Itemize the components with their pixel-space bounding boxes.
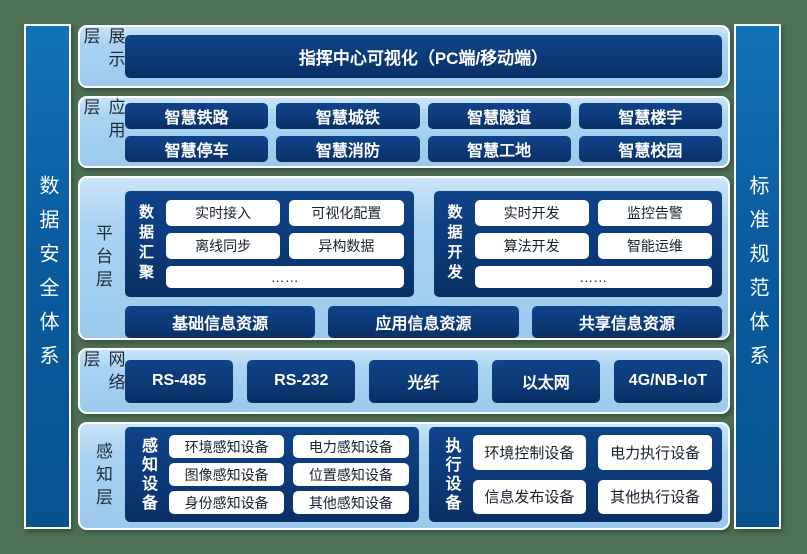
item-ellipsis: …… <box>166 265 404 288</box>
app-box-campus: 智慧校园 <box>578 135 722 162</box>
item-algo-dev: 算法开发 <box>474 232 589 259</box>
item-monitor-alert: 监控告警 <box>597 200 712 226</box>
app-box-metro: 智慧城铁 <box>276 102 420 129</box>
layer-label-perception-text: 感知层 <box>93 441 112 511</box>
group-sensing-devices-label: 感知设备 <box>135 435 159 514</box>
layer-label-network-text: 网络层 <box>80 350 125 396</box>
data-development-items: 实时开发 监控告警 算法开发 智能运维 …… <box>474 200 712 288</box>
layer-label-platform: 平台层 <box>80 178 125 338</box>
layer-label-network: 网络层 <box>80 350 125 412</box>
platform-resources-row: 基础信息资源 应用信息资源 共享信息资源 <box>125 305 722 338</box>
app-box-parking: 智慧停车 <box>125 135 269 162</box>
layer-panel-platform: 平台层 数据汇聚 实时接入 可视化配置 离线同步 异构数据 …… <box>78 176 730 340</box>
perception-layer-body: 感知设备 环境感知设备 电力感知设备 图像感知设备 位置感知设备 身份感知设备 … <box>125 424 728 528</box>
sensing-device-items: 环境感知设备 电力感知设备 图像感知设备 位置感知设备 身份感知设备 其他感知设… <box>169 435 409 514</box>
pillar-standards: 标准规范体系 <box>734 24 781 529</box>
item-realtime-dev: 实时开发 <box>474 200 589 226</box>
layer-label-display-text: 展示层 <box>80 27 125 73</box>
layer-label-application-text: 应用层 <box>80 98 125 144</box>
group-data-development: 数据开发 实时开发 监控告警 算法开发 智能运维 …… <box>433 191 722 297</box>
item-identity-sensing: 身份感知设备 <box>169 491 285 514</box>
layer-panel-display: 展示层 指挥中心可视化（PC端/移动端） <box>78 25 730 88</box>
item-smart-ops: 智能运维 <box>597 232 712 259</box>
network-layer-body: RS-485 RS-232 光纤 以太网 4G/NB-IoT <box>125 350 728 412</box>
layer-panel-perception: 感知层 感知设备 环境感知设备 电力感知设备 图像感知设备 位置感知设备 身份感… <box>78 422 730 530</box>
item-visual-config: 可视化配置 <box>289 200 404 226</box>
data-aggregation-items: 实时接入 可视化配置 离线同步 异构数据 …… <box>166 200 404 288</box>
group-data-development-label: 数据开发 <box>444 200 465 288</box>
layer-label-display: 展示层 <box>80 27 125 86</box>
actuator-device-items: 环境控制设备 电力执行设备 信息发布设备 其他执行设备 <box>472 435 712 514</box>
platform-groups-row: 数据汇聚 实时接入 可视化配置 离线同步 异构数据 …… 数据开发 <box>125 191 722 297</box>
group-data-aggregation: 数据汇聚 实时接入 可视化配置 离线同步 异构数据 …… <box>125 191 414 297</box>
pillar-standards-label: 标准规范体系 <box>746 174 768 379</box>
app-box-fire: 智慧消防 <box>276 135 420 162</box>
item-realtime-access: 实时接入 <box>166 200 281 226</box>
resource-app-info: 应用信息资源 <box>328 305 519 338</box>
application-layer-body: 智慧铁路 智慧城铁 智慧隧道 智慧楼宇 智慧停车 智慧消防 智慧工地 智慧校园 <box>125 98 728 166</box>
group-data-aggregation-label-text: 数据汇聚 <box>137 203 154 284</box>
item-offline-sync: 离线同步 <box>166 232 281 259</box>
item-info-publish: 信息发布设备 <box>472 479 587 514</box>
item-image-sensing: 图像感知设备 <box>169 463 285 486</box>
group-data-aggregation-label: 数据汇聚 <box>135 200 156 288</box>
item-power-sensing: 电力感知设备 <box>293 435 409 458</box>
resource-shared-info: 共享信息资源 <box>531 305 722 338</box>
item-power-actuator: 电力执行设备 <box>598 435 712 470</box>
net-box-fiber: 光纤 <box>369 359 478 403</box>
net-box-rs232: RS-232 <box>247 359 356 403</box>
net-box-rs485: RS-485 <box>125 359 234 403</box>
net-box-ethernet: 以太网 <box>491 359 600 403</box>
layer-panel-network: 网络层 RS-485 RS-232 光纤 以太网 4G/NB-IoT <box>78 348 730 414</box>
app-box-railway: 智慧铁路 <box>125 102 269 129</box>
item-other-sensing: 其他感知设备 <box>293 491 409 514</box>
item-env-sensing: 环境感知设备 <box>169 435 285 458</box>
item-position-sensing: 位置感知设备 <box>293 463 409 486</box>
item-env-control: 环境控制设备 <box>472 435 587 470</box>
command-center-box: 指挥中心可视化（PC端/移动端） <box>125 35 722 78</box>
layer-label-platform-text: 平台层 <box>93 223 112 293</box>
pillar-data-security-label: 数据安全体系 <box>36 174 58 379</box>
pillar-data-security: 数据安全体系 <box>24 24 71 529</box>
net-box-4g-nbiot: 4G/NB-IoT <box>613 359 723 403</box>
group-sensing-devices-label-text: 感知设备 <box>139 436 156 513</box>
group-actuator-devices-label-text: 执行设备 <box>442 436 460 513</box>
platform-layer-body: 数据汇聚 实时接入 可视化配置 离线同步 异构数据 …… 数据开发 <box>125 178 728 338</box>
display-layer-body: 指挥中心可视化（PC端/移动端） <box>125 27 728 86</box>
group-actuator-devices-label: 执行设备 <box>439 435 463 514</box>
resource-basic-info: 基础信息资源 <box>125 305 316 338</box>
group-data-development-label-text: 数据开发 <box>445 203 463 284</box>
layer-panel-application: 应用层 智慧铁路 智慧城铁 智慧隧道 智慧楼宇 智慧停车 智慧消防 智慧工地 智… <box>78 96 730 168</box>
item-hetero-data: 异构数据 <box>289 232 404 259</box>
group-sensing-devices: 感知设备 环境感知设备 电力感知设备 图像感知设备 位置感知设备 身份感知设备 … <box>125 427 419 522</box>
layer-label-perception: 感知层 <box>80 424 125 528</box>
layer-label-application: 应用层 <box>80 98 125 166</box>
app-box-building: 智慧楼宇 <box>578 102 722 129</box>
item-other-actuator: 其他执行设备 <box>598 479 712 514</box>
group-actuator-devices: 执行设备 环境控制设备 电力执行设备 信息发布设备 其他执行设备 <box>428 427 722 522</box>
app-box-site: 智慧工地 <box>427 135 571 162</box>
layer-stack: 展示层 指挥中心可视化（PC端/移动端） 应用层 智慧铁路 智慧城铁 智慧隧道 … <box>78 25 730 530</box>
item-ellipsis: …… <box>474 265 712 288</box>
app-box-tunnel: 智慧隧道 <box>427 102 571 129</box>
